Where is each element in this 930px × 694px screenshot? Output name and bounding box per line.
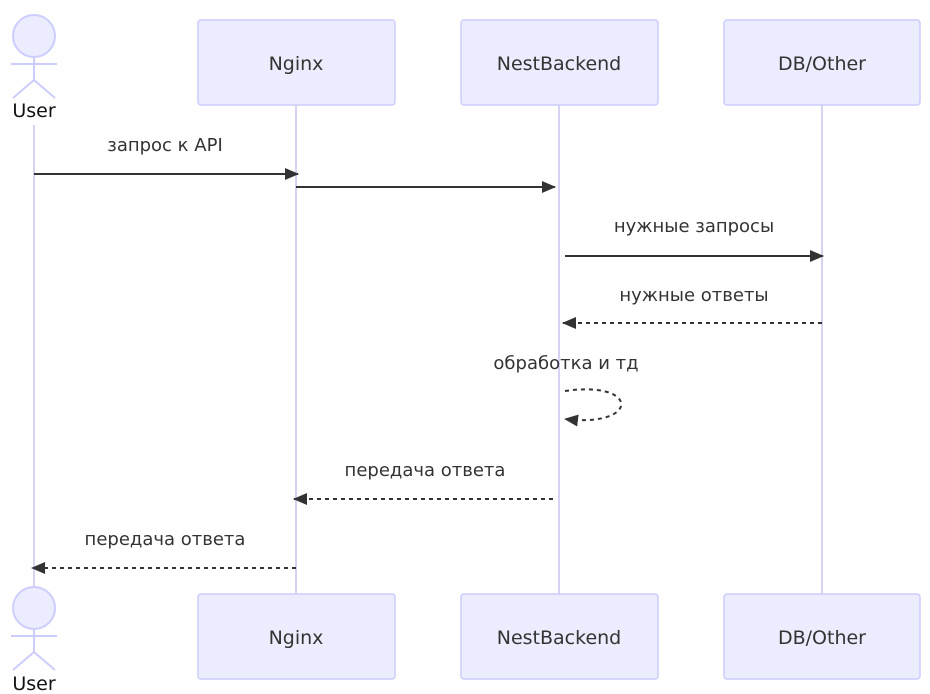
participant-nginx-label-top: Nginx [269,53,324,75]
participant-db-label-bottom: DB/Other [778,627,866,649]
message-needed-responses: нужные ответы [562,285,822,329]
actor-head-icon [12,586,56,630]
message-response-to-user: передача ответа [31,529,296,574]
message-label: передача ответа [85,529,246,550]
message-label: обработка и тд [493,353,638,374]
participant-db-bottom: DB/Other [723,593,921,680]
participant-backend-label-top: NestBackend [497,53,622,75]
message-response-to-nginx: передача ответа [293,460,553,505]
message-label: нужные запросы [614,216,774,237]
actor-user-top: User [11,14,57,122]
message-label: нужные ответы [619,285,768,306]
actor-head-icon [12,14,56,58]
participant-db-top: DB/Other [723,19,921,106]
message-label: запрос к API [107,135,223,156]
participant-nginx-top: Nginx [197,19,396,106]
actor-user-bottom: User [11,586,57,694]
participant-db-label-top: DB/Other [778,53,866,75]
actor-user-label-top: User [12,100,55,122]
message-loop-arrow [564,388,623,427]
message-label: передача ответа [345,460,506,481]
participant-backend-label-bottom: NestBackend [497,627,622,649]
message-needed-queries: нужные запросы [565,216,824,262]
message-request-api: запрос к API [34,135,299,180]
participant-backend-bottom: NestBackend [460,593,659,680]
participant-nginx-label-bottom: Nginx [269,627,324,649]
message-processing: обработка и тд [493,353,639,427]
actor-user-label-bottom: User [12,673,55,694]
participant-nginx-bottom: Nginx [197,593,396,680]
participant-backend-top: NestBackend [460,19,659,106]
